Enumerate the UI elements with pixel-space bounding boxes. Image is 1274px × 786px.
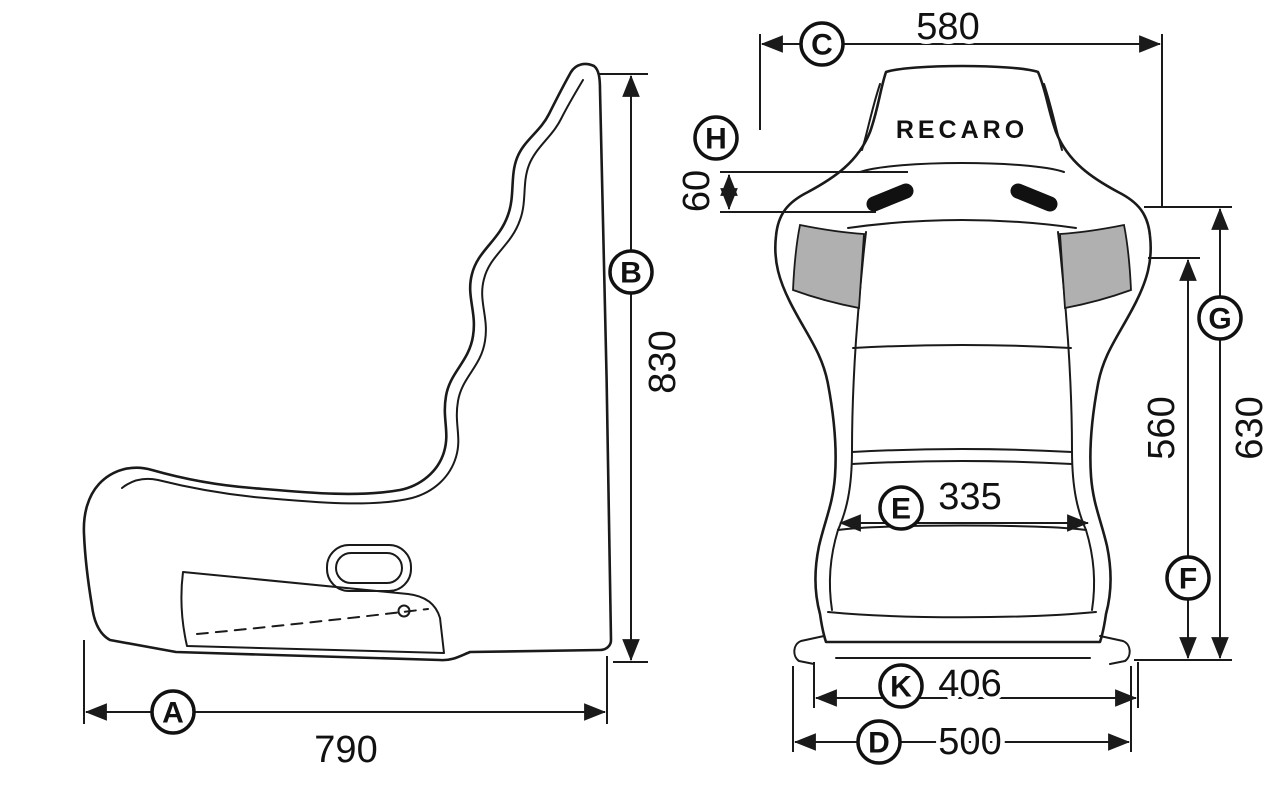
neck-contour-line bbox=[859, 162, 1065, 173]
dim-a-label-circle bbox=[150, 689, 196, 735]
dim-d-label-circle bbox=[856, 719, 902, 765]
dim-a-label: A bbox=[162, 697, 184, 730]
dim-k-value: 406 bbox=[938, 663, 1001, 705]
mounting-bracket bbox=[180, 571, 445, 654]
bracket-dashed-line bbox=[196, 608, 429, 635]
dim-g-value: 630 bbox=[1229, 396, 1271, 459]
side-handle-opening-outer bbox=[326, 544, 412, 592]
side-handle-opening-inner bbox=[335, 552, 403, 584]
dim-f-label-circle bbox=[1165, 555, 1211, 601]
seat-side-inner-contour bbox=[121, 79, 584, 505]
back-band-line-3 bbox=[851, 460, 1073, 465]
side-view bbox=[82, 62, 613, 662]
bolster-pad-left bbox=[792, 223, 865, 310]
cushion-side-right bbox=[1085, 529, 1095, 611]
mount-hook-left bbox=[793, 635, 825, 665]
back-band-line-2 bbox=[851, 448, 1073, 453]
seat-side-outline bbox=[82, 62, 613, 662]
shoulder-contour-line bbox=[847, 219, 1077, 229]
dim-e-value: 335 bbox=[938, 476, 1001, 518]
dim-d-label: D bbox=[868, 727, 890, 760]
cushion-front-edge bbox=[827, 611, 1097, 619]
dim-f-label: F bbox=[1179, 563, 1197, 596]
seat-front-outline bbox=[774, 64, 1152, 644]
dim-h-label-circle bbox=[693, 115, 739, 161]
bolt-hole bbox=[397, 604, 411, 618]
dim-d-value: 500 bbox=[938, 721, 1001, 763]
headrest-inner-line-right bbox=[1043, 83, 1063, 151]
dim-e-label-circle bbox=[878, 485, 924, 531]
recaro-logo: RECARO bbox=[896, 116, 1028, 144]
mount-hook-right bbox=[1099, 635, 1131, 665]
headrest-inner-line-left bbox=[861, 83, 881, 151]
dim-c-value: 580 bbox=[916, 6, 979, 48]
dim-h-label: H bbox=[705, 123, 727, 156]
dim-c-label-circle bbox=[799, 21, 845, 67]
bolster-pad-right bbox=[1059, 223, 1132, 310]
dim-b-value: 830 bbox=[642, 330, 684, 393]
harness-slot-right bbox=[1010, 183, 1058, 212]
dim-g-label-circle bbox=[1197, 295, 1243, 341]
front-view: RECARO bbox=[774, 64, 1152, 665]
dim-k-label: K bbox=[890, 671, 912, 704]
dim-g-label: G bbox=[1208, 303, 1231, 336]
harness-slot-left bbox=[866, 183, 914, 212]
dim-a-value: 790 bbox=[314, 729, 377, 771]
dim-h-value: 60 bbox=[676, 170, 718, 212]
dim-e-label: E bbox=[891, 493, 911, 526]
back-band-line-1 bbox=[852, 344, 1072, 349]
cushion-top-edge bbox=[837, 524, 1087, 531]
dim-b-label-circle bbox=[608, 249, 654, 295]
dim-b-label: B bbox=[620, 257, 642, 290]
dim-back-height-value: 560 bbox=[1141, 396, 1183, 459]
dim-c-label: C bbox=[811, 29, 833, 62]
dimensions: A 790 B 830 C 580 H 60 G 630 560 bbox=[83, 2, 1274, 776]
dim-k-label-circle bbox=[878, 663, 924, 709]
cushion-side-left bbox=[829, 529, 839, 611]
